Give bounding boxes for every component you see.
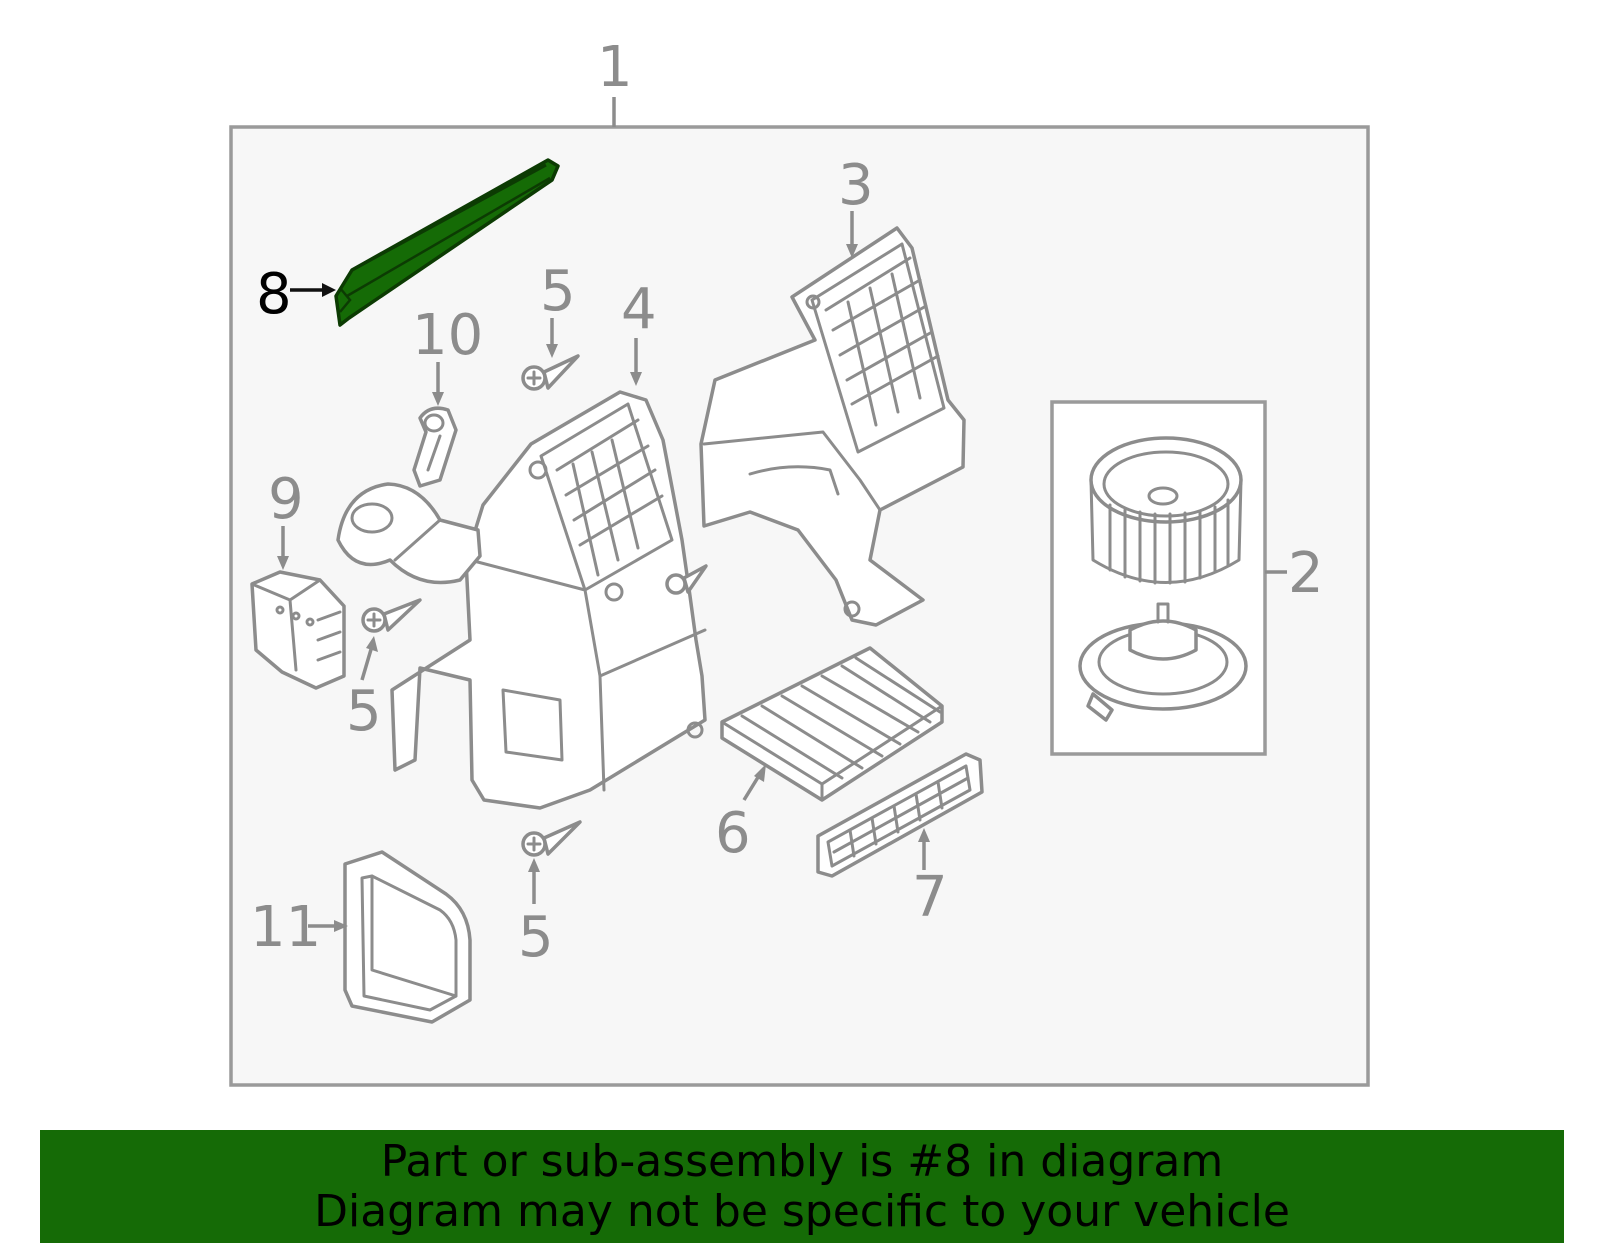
callout-10[interactable]: 10 (412, 303, 483, 368)
seal-plate[interactable] (343, 850, 472, 1024)
screw-left-arrow (366, 636, 378, 652)
actuator-arrow (277, 556, 289, 570)
callout-7[interactable]: 7 (912, 865, 948, 930)
banner-line-2: Diagram may not be specific to your vehi… (314, 1186, 1290, 1237)
callout-1[interactable]: 1 (597, 35, 633, 100)
resistor[interactable] (412, 406, 458, 488)
callout-3[interactable]: 3 (838, 153, 874, 218)
callout-5-left[interactable]: 5 (346, 679, 382, 744)
screw-bottom[interactable] (521, 820, 582, 857)
seal-arrow (334, 920, 348, 932)
upper-case-arrow (846, 244, 858, 258)
banner-line-1: Part or sub-assembly is #8 in diagram (380, 1136, 1224, 1187)
callout-8[interactable]: 8 (256, 262, 292, 327)
screw-left[interactable] (361, 598, 422, 633)
screw-top[interactable] (521, 354, 580, 391)
screw-bottom-arrow (528, 858, 540, 872)
screw-top-arrow (546, 344, 558, 358)
callout-5-bottom[interactable]: 5 (518, 905, 554, 970)
lower-case[interactable] (390, 390, 707, 810)
cover-arrow (918, 828, 930, 842)
actuator[interactable] (250, 570, 346, 690)
upper-case[interactable] (699, 226, 966, 627)
callout-4[interactable]: 4 (621, 277, 657, 342)
air-duct[interactable] (336, 482, 482, 585)
highlight-arrow (322, 283, 336, 297)
info-banner: Part or sub-assembly is #8 in diagram Di… (40, 1130, 1564, 1243)
lower-case-arrow (630, 372, 642, 386)
highlighted-part-8[interactable] (334, 158, 560, 327)
callout-9[interactable]: 9 (268, 467, 304, 532)
screw-left-leader (360, 645, 374, 681)
callout-2[interactable]: 2 (1288, 541, 1324, 606)
callout-5-top[interactable]: 5 (540, 259, 576, 324)
blower-wheel[interactable] (1089, 436, 1243, 585)
blower-motor[interactable] (1078, 602, 1248, 722)
filter-leader (742, 773, 762, 801)
filter-cover[interactable] (816, 752, 984, 878)
filter-arrow (754, 764, 766, 782)
resistor-arrow (432, 392, 444, 406)
cabin-filter[interactable] (720, 646, 944, 802)
callout-6[interactable]: 6 (715, 801, 751, 866)
screw-middle[interactable] (665, 564, 708, 595)
